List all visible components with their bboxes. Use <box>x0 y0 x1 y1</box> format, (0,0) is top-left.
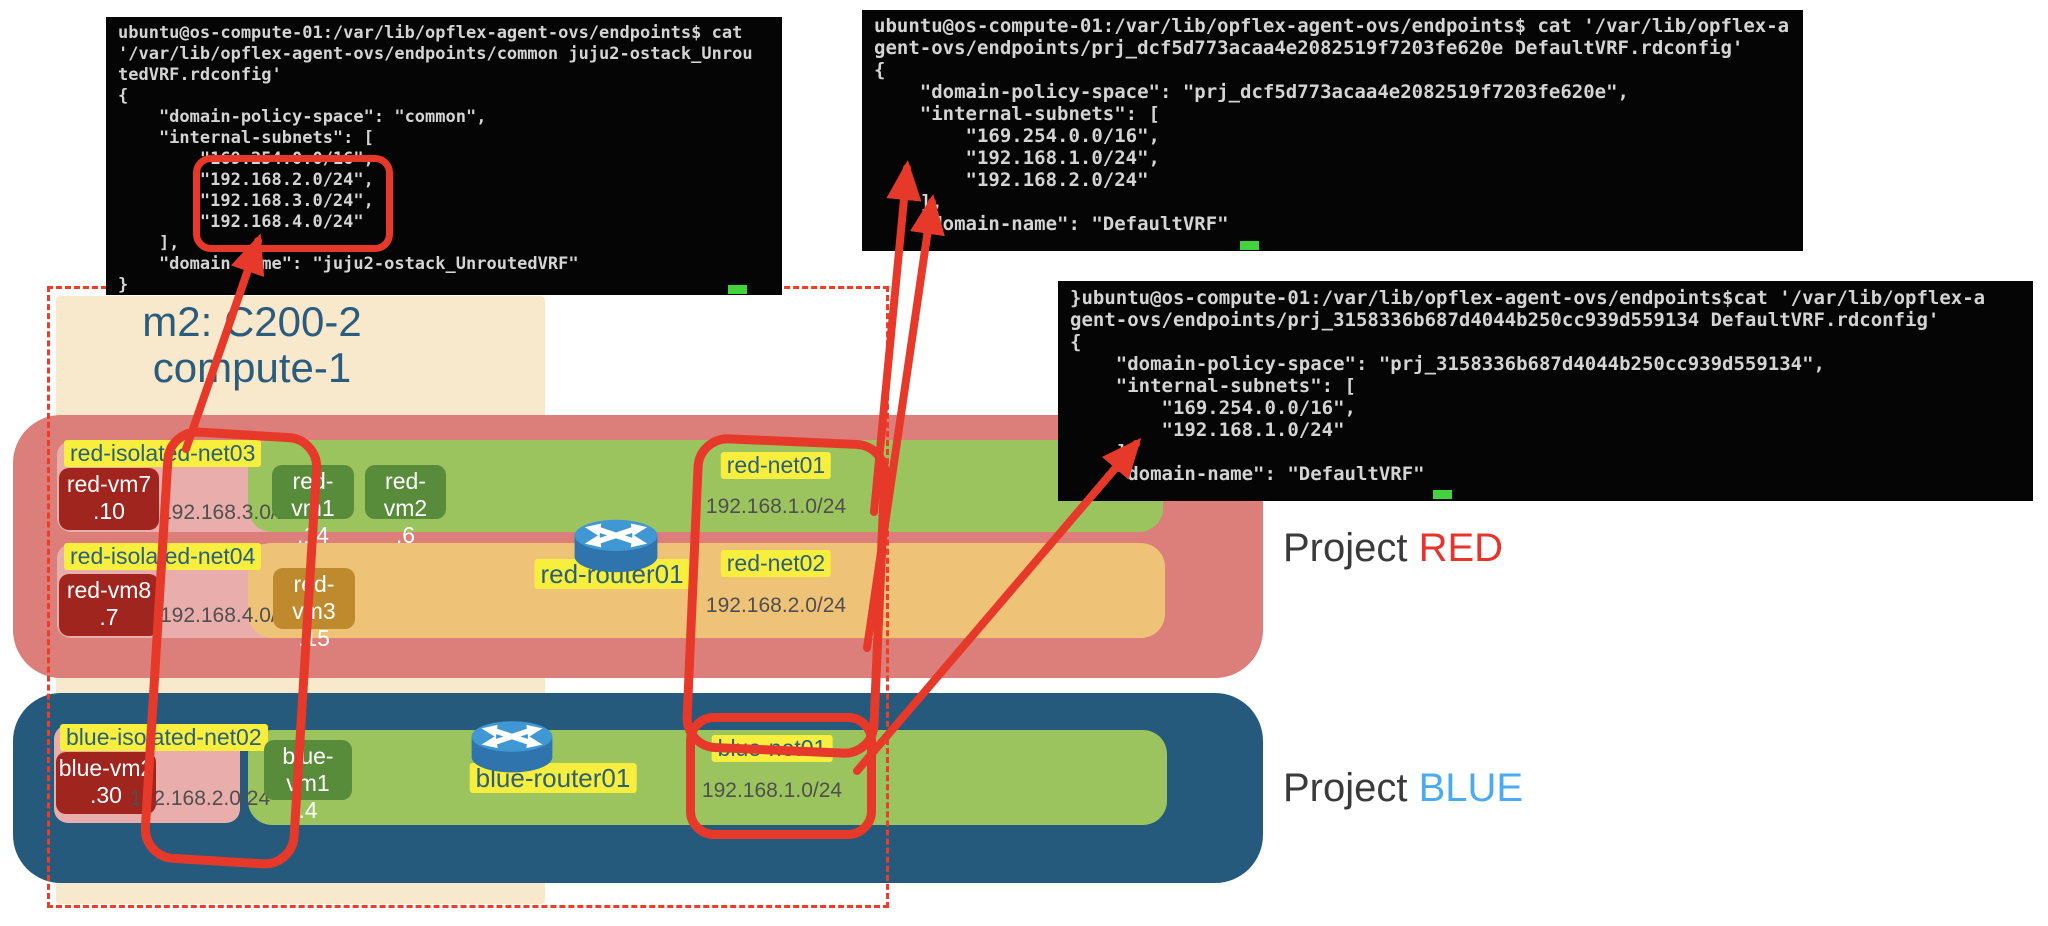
annotation-outline-terminal-subnets <box>193 155 393 252</box>
vm-red-vm3: red-vm3 .15 <box>273 568 355 651</box>
blue-isolated-net02-label: blue-isolated-net02 <box>60 724 268 751</box>
vm-ip: .6 <box>395 522 416 548</box>
vm-ip: .14 <box>297 522 329 548</box>
terminal-cursor <box>1240 241 1259 250</box>
vm-blue-vm2: blue-vm2 .30 <box>56 752 156 814</box>
annotation-outline-isolated-nets <box>138 425 324 871</box>
project-red-caption: Project RED <box>1283 526 1503 571</box>
terminal-cursor <box>728 285 747 294</box>
red-isolated-net03-subnet: 192.168.3.0/24 <box>160 501 301 524</box>
project-red-caption-prefix: Project <box>1283 526 1419 570</box>
vm-ip: .7 <box>99 604 119 630</box>
red-net02-label: red-net02 <box>720 550 832 577</box>
vm-red-vm8: red-vm8 .7 <box>59 574 159 636</box>
vm-name: blue-vm2 <box>58 755 154 781</box>
red-isolated-net04-subnet: 192.168.4.0/24 <box>160 604 301 627</box>
vm-ip: .10 <box>93 498 125 524</box>
annotation-outline-red-nets <box>681 432 891 760</box>
vm-red-vm2: red-vm2 .6 <box>365 465 446 548</box>
vm-red-vm7: red-vm7 .10 <box>59 468 159 530</box>
vm-ip: .4 <box>298 797 318 823</box>
vm-name: red-vm1 <box>291 468 335 521</box>
vm-name: red-vm7 <box>66 471 152 497</box>
blue-net01-label: blue-net01 <box>711 735 833 762</box>
vm-red-vm1: red-vm1 .14 <box>272 465 354 548</box>
project-blue-caption-name: BLUE <box>1418 766 1524 810</box>
router-icon <box>570 504 662 576</box>
terminal-window-common-vrf: ubuntu@os-compute-01:/var/lib/opflex-age… <box>106 17 782 295</box>
vm-name: red-vm8 <box>66 577 152 603</box>
vm-blue-vm1: blue-vm1 .4 <box>264 740 352 823</box>
project-red-caption-name: RED <box>1418 526 1504 570</box>
blue-net01-subnet: 192.168.1.0/24 <box>701 779 843 802</box>
red-net02-subnet: 192.168.2.0/24 <box>705 594 847 617</box>
red-net01-subnet: 192.168.1.0/24 <box>705 495 847 518</box>
vm-ip: .30 <box>90 782 122 808</box>
terminal-window-blue-vrf: }ubuntu@os-compute-01:/var/lib/opflex-ag… <box>1058 281 2033 501</box>
blue-isolated-net02-subnet: 192.168.2.0/24 <box>130 787 271 810</box>
vm-name: blue-vm1 <box>282 743 334 796</box>
project-blue-caption: Project BLUE <box>1283 766 1523 811</box>
red-net01-label: red-net01 <box>720 452 832 479</box>
annotation-outline-blue-net <box>686 713 876 839</box>
vm-name: red-vm3 <box>292 571 336 624</box>
router-icon <box>467 706 557 776</box>
terminal-window-red-vrf: ubuntu@os-compute-01:/var/lib/opflex-age… <box>862 10 1803 251</box>
terminal-cursor <box>1433 490 1452 499</box>
vm-ip: .15 <box>298 625 330 651</box>
vm-name: red-vm2 <box>383 468 428 521</box>
red-isolated-net04-label: red-isolated-net04 <box>64 543 262 570</box>
project-blue-caption-prefix: Project <box>1283 766 1419 810</box>
